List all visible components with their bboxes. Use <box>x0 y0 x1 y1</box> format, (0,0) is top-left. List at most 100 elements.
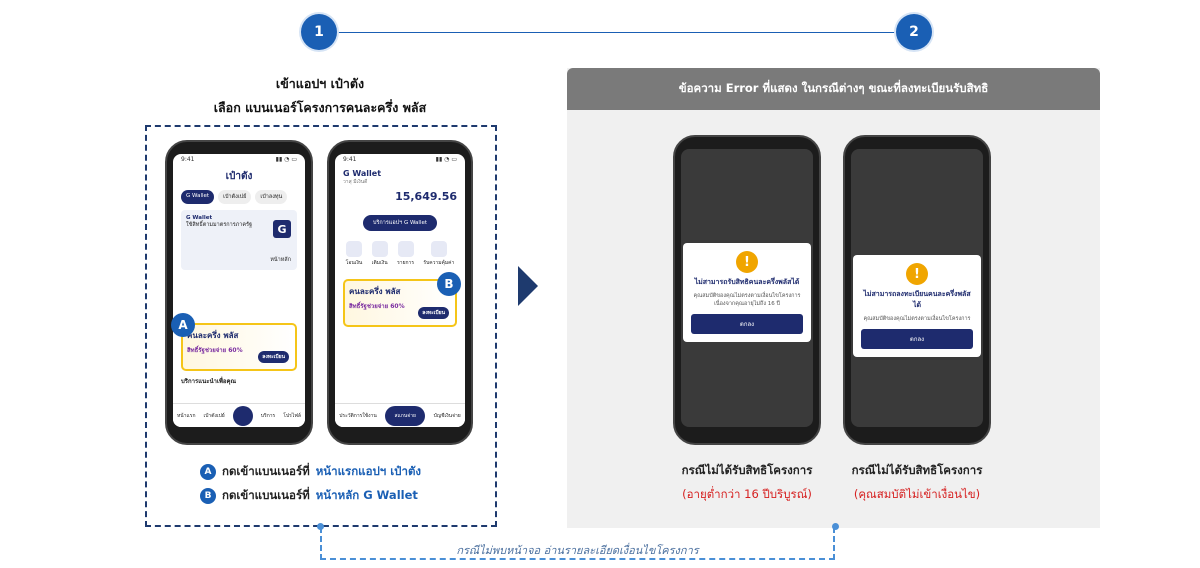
nav-home[interactable]: หน้าแรก <box>177 412 196 419</box>
dialog1-title: ไม่สามารถรับสิทธิคนละครึ่งพลัสได้ <box>694 278 800 286</box>
left-title-line2: เลือก แบนเนอร์โครงการคนละครึ่ง พลัส <box>213 100 427 115</box>
wallet-service-button[interactable]: บริการแอปฯ G Wallet <box>363 215 437 231</box>
banner-register-button[interactable]: ลงทะเบียน <box>258 351 289 363</box>
wallet-balance: 15,649.56 <box>395 190 457 203</box>
icon-topup-label: เติมเงิน <box>371 260 388 266</box>
phone-gwallet-screen: 9:41 ▮▮ ◔ ▭ G Wallet วาสุ มีเงินดี 15,649… <box>327 140 473 445</box>
phone4-screen: ! ไม่สามารถลงทะเบียนคนละครึ่งพลัสได้ คุณ… <box>851 149 983 427</box>
error-dialog-age: ! ไม่สามารถรับสิทธิคนละครึ่งพลัสได้ คุณส… <box>683 243 811 342</box>
gwallet-card-title: G Wallet <box>186 215 213 221</box>
signal-icon-2: ▮▮ ◔ ▭ <box>435 156 457 163</box>
icon-benefit-label: รับความคุ้มค่า <box>423 260 455 266</box>
bottom-note: กรณีไม่พบหน้าจอ อ่านรายละเอียดเงื่อนไขโค… <box>320 541 835 559</box>
note-a: A กดเข้าแบนเนอร์ที่ หน้าแรกแอปฯ เป๋าตัง <box>200 463 421 481</box>
connector-dot-left <box>317 523 324 530</box>
arrow-right-icon <box>518 266 538 306</box>
banner-sub: สิทธิ์รัฐช่วยจ่าย 60% <box>187 347 243 354</box>
icon-topup[interactable]: เติมเงิน <box>371 241 388 267</box>
phone1-screen: 9:41 ▮▮ ◔ ▭ เป๋าตัง G Wallet เป๋าตังเปย์ … <box>173 154 305 427</box>
nav-account[interactable]: บัญชีเงินจ่าย <box>433 412 461 419</box>
services-heading: บริการแนะนำเพื่อคุณ <box>181 378 237 385</box>
bottom-nav: หน้าแรก เป๋าตังเปย์ บริการ โปรไฟล์ <box>173 403 305 427</box>
phone2-screen: 9:41 ▮▮ ◔ ▭ G Wallet วาสุ มีเงินดี 15,649… <box>335 154 465 427</box>
phone3-screen: ! ไม่สามารถรับสิทธิคนละครึ่งพลัสได้ คุณส… <box>681 149 813 427</box>
status-bar: 9:41 ▮▮ ◔ ▭ <box>173 154 305 165</box>
icon-transfer-label: โอนเงิน <box>345 260 363 266</box>
error-dialog-condition: ! ไม่สามารถลงทะเบียนคนละครึ่งพลัสได้ คุณ… <box>853 255 981 357</box>
caption1-reason: (อายุต่ำกว่า 16 ปีบริบูรณ์) <box>682 487 812 501</box>
nav-profile[interactable]: โปรไฟล์ <box>283 412 301 419</box>
caption2-title: กรณีไม่ได้รับสิทธิโครงการ <box>851 463 983 477</box>
icon-history[interactable]: รายการ <box>397 241 414 267</box>
icon-history-label: รายการ <box>397 260 415 266</box>
gwallet-link[interactable]: หน้าหลัก <box>270 257 291 263</box>
g-wallet-icon: G <box>273 220 291 238</box>
status-bar-2: 9:41 ▮▮ ◔ ▭ <box>335 154 465 165</box>
phone-home-screen: 9:41 ▮▮ ◔ ▭ เป๋าตัง G Wallet เป๋าตังเปย์ … <box>165 140 313 445</box>
dialog1-message: คุณสมบัติของคุณไม่ตรงตามเงื่อนไขโครงการ … <box>693 293 801 307</box>
nav-history[interactable]: ประวัติการใช้งาน <box>339 412 377 419</box>
banner2-sub: สิทธิ์รัฐช่วยจ่าย 60% <box>349 303 405 310</box>
bottom-connector <box>320 527 835 560</box>
error-panel <box>567 68 1100 528</box>
caption2-reason: (คุณสมบัติไม่เข้าเงื่อนไข) <box>853 487 981 501</box>
signal-icon: ▮▮ ◔ ▭ <box>275 156 297 163</box>
left-title-line1: เข้าแอปฯ เป๋าตัง <box>275 76 365 91</box>
note-a-badge: A <box>200 464 216 480</box>
service-icons-row <box>173 274 305 320</box>
icon-transfer[interactable]: โอนเงิน <box>345 241 363 267</box>
status-time: 9:41 <box>181 156 195 163</box>
tab-invest[interactable]: เป๋าลงทุน <box>255 190 288 204</box>
gift-icon <box>430 241 447 257</box>
icon-benefit[interactable]: รับความคุ้มค่า <box>423 241 454 267</box>
gwallet-card[interactable]: G Wallet ใช้สิทธิ์ตามมาตรการภาครัฐ G หน้… <box>181 210 297 270</box>
connector-dot-right <box>832 523 839 530</box>
tab-gwallet[interactable]: G Wallet <box>181 190 215 204</box>
app-title: เป๋าตัง <box>225 171 253 182</box>
nav-services[interactable]: บริการ <box>260 412 276 419</box>
note-b: B กดเข้าแบนเนอร์ที่ หน้าหลัก G Wallet <box>200 487 418 505</box>
note-a-prefix: กดเข้าแบนเนอร์ที่ <box>222 464 310 478</box>
step-2-badge: 2 <box>896 14 932 50</box>
home-tabs: G Wallet เป๋าตังเปย์ เป๋าลงทุน <box>173 188 305 206</box>
banner2-register-button[interactable]: ลงทะเบียน <box>418 307 449 319</box>
dialog1-ok-button[interactable]: ตกลง <box>691 314 803 334</box>
note-b-prefix: กดเข้าแบนเนอร์ที่ <box>222 488 310 502</box>
badge-a: A <box>171 313 195 337</box>
wallet-title: G Wallet <box>343 169 382 178</box>
status-time-2: 9:41 <box>343 156 357 163</box>
step-connector-line <box>337 32 897 33</box>
topup-icon <box>371 241 388 257</box>
caption-condition: กรณีไม่ได้รับสิทธิโครงการ (คุณสมบัติไม่เ… <box>833 462 1001 504</box>
warning-icon-2: ! <box>906 263 928 285</box>
phone-error-condition: ! ไม่สามารถลงทะเบียนคนละครึ่งพลัสได้ คุณ… <box>843 135 991 445</box>
wallet-header: G Wallet วาสุ มีเงินดี 15,649.56 <box>335 165 465 207</box>
note-a-highlight: หน้าแรกแอปฯ เป๋าตัง <box>315 464 422 478</box>
dialog2-title: ไม่สามารถลงทะเบียนคนละครึ่งพลัสได้ <box>863 290 971 309</box>
khonlakrueng-banner[interactable]: คนละครึ่ง พลัส สิทธิ์รัฐช่วยจ่าย 60% ลงท… <box>181 323 297 371</box>
warning-icon: ! <box>736 251 758 273</box>
gwallet-card-sub: ใช้สิทธิ์ตามมาตรการภาครัฐ <box>186 222 253 228</box>
khonlakrueng-banner-2[interactable]: คนละครึ่ง พลัส สิทธิ์รัฐช่วยจ่าย 60% ลงท… <box>343 279 457 327</box>
wallet-name: วาสุ มีเงินดี <box>343 179 368 185</box>
dialog2-ok-button[interactable]: ตกลง <box>861 329 973 349</box>
nav-pay[interactable]: เป๋าตังเปย์ <box>203 412 225 419</box>
list-icon <box>397 241 414 257</box>
tab-paotang-pay[interactable]: เป๋าตังเปย์ <box>218 190 252 204</box>
note-b-badge: B <box>200 488 216 504</box>
wallet-icons: โอนเงิน เติมเงิน รายการ รับความคุ้มค่า <box>335 235 465 273</box>
step-1-badge: 1 <box>301 14 337 50</box>
banner-title: คนละครึ่ง พลัส <box>187 331 239 340</box>
caption-age: กรณีไม่ได้รับสิทธิโครงการ (อายุต่ำกว่า 1… <box>663 462 831 504</box>
transfer-icon <box>346 241 363 257</box>
bottom-note-text: กรณีไม่พบหน้าจอ อ่านรายละเอียดเงื่อนไขโค… <box>450 544 705 557</box>
scan-pay-button[interactable]: สแกนจ่าย <box>385 405 426 426</box>
phone-error-age: ! ไม่สามารถรับสิทธิคนละครึ่งพลัสได้ คุณส… <box>673 135 821 445</box>
badge-b: B <box>437 272 461 296</box>
dialog2-message: คุณสมบัติของคุณไม่ตรงตามเงื่อนไขโครงการ <box>863 316 971 322</box>
bottom-nav-2: ประวัติการใช้งาน สแกนจ่าย บัญชีเงินจ่าย <box>335 403 465 427</box>
note-b-highlight: หน้าหลัก G Wallet <box>315 488 418 502</box>
scan-icon[interactable] <box>232 405 253 426</box>
caption1-title: กรณีไม่ได้รับสิทธิโครงการ <box>681 463 813 477</box>
banner2-title: คนละครึ่ง พลัส <box>349 287 401 296</box>
